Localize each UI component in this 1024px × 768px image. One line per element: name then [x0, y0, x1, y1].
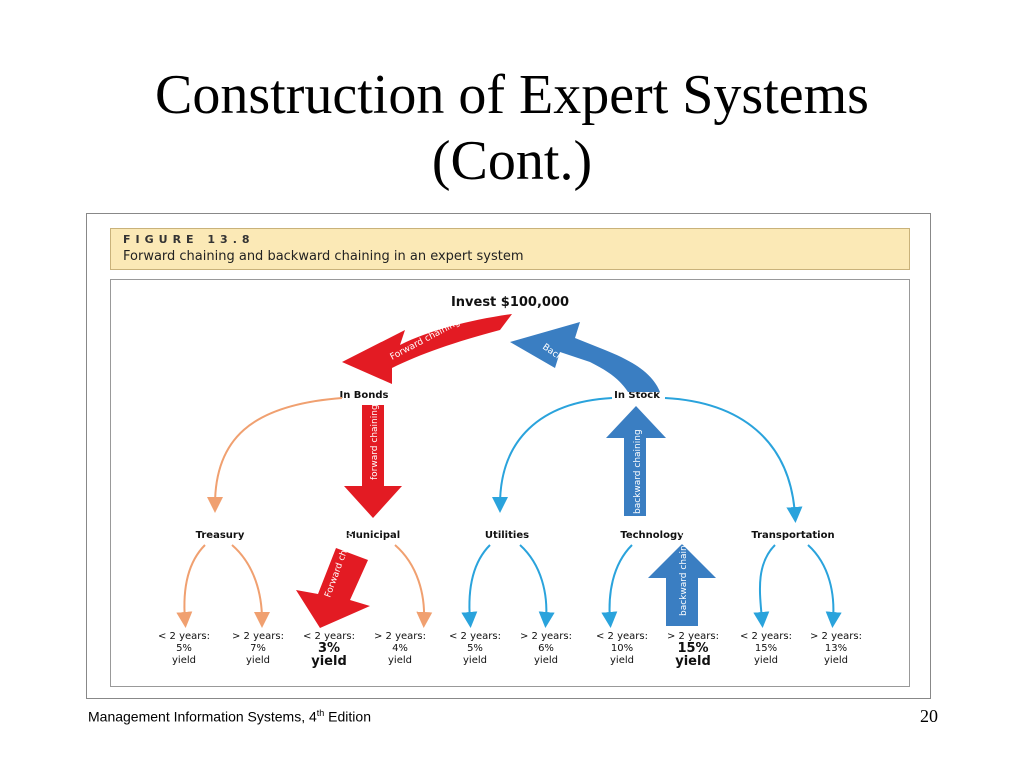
leaf-yield: 13% [825, 643, 847, 654]
forward-chaining-arrow [342, 314, 512, 384]
forward-chaining-leaf-arrow [296, 548, 370, 628]
transportation-long-line [807, 544, 842, 628]
leaf-yield: 15% [755, 643, 777, 654]
municipal-long-line [394, 544, 433, 628]
leaf-4: > 2 years: 4% yield [374, 631, 426, 666]
leaf-8: > 2 years: 15% yield [667, 631, 719, 669]
leaf-yield: 5% [176, 643, 192, 654]
transportation-short-line [753, 544, 776, 628]
leaf-2: > 2 years: 7% yield [232, 631, 284, 666]
leaf-period: > 2 years: [374, 631, 426, 642]
page-number: 20 [920, 706, 938, 726]
slide-title-line1: Construction of Expert Systems [155, 64, 869, 126]
backward-chaining-vertical-label: backward chaining [633, 429, 643, 514]
footer-superscript: th [316, 708, 325, 718]
leaf-period: > 2 years: [232, 631, 284, 642]
leaf-yield: 5% [467, 643, 483, 654]
technology-short-line [601, 544, 633, 628]
backward-chaining-leaf-label: backward chaining [679, 531, 689, 616]
leaf-yield-unit: yield [754, 655, 778, 666]
category-utilities: Utilities [485, 530, 529, 541]
leaf-period: > 2 years: [810, 631, 862, 642]
leaf-yield-unit: yield [675, 654, 711, 669]
footer-text: Management Information Systems, 4th Edit… [88, 708, 371, 725]
utilities-short-line [461, 544, 491, 628]
leaf-yield-unit: yield [610, 655, 634, 666]
slide-title: Construction of Expert Systems (Cont.) [0, 62, 1024, 194]
leaf-period: < 2 years: [158, 631, 210, 642]
backward-chaining-arrow [510, 322, 660, 392]
leaf-period: < 2 years: [449, 631, 501, 642]
treasury-short-line [176, 544, 206, 628]
figure-number: FIGURE 13.8 [123, 233, 255, 246]
utilities-long-line [519, 544, 555, 628]
backward-chaining-vertical-arrow [606, 406, 666, 516]
leaf-yield-unit: yield [246, 655, 270, 666]
leaf-3: < 2 years: 3% yield [303, 631, 355, 669]
forward-chaining-vertical-label: forward chaining [370, 404, 380, 480]
leaf-6: > 2 years: 6% yield [520, 631, 572, 666]
leaf-5: < 2 years: 5% yield [449, 631, 501, 666]
category-municipal: Municipal [346, 530, 400, 541]
leaf-yield: 6% [538, 643, 554, 654]
slide-title-line2: (Cont.) [431, 130, 593, 192]
leaf-9: < 2 years: 15% yield [740, 631, 792, 666]
branch-stock: In Stock [614, 390, 660, 401]
leaf-yield: 4% [392, 643, 408, 654]
leaf-yield-unit: yield [534, 655, 558, 666]
leaf-1: < 2 years: 5% yield [158, 631, 210, 666]
backward-chaining-leaf-arrow [648, 544, 716, 626]
diagram-frame [110, 279, 910, 687]
leaf-yield: 7% [250, 643, 266, 654]
category-transportation: Transportation [751, 530, 834, 541]
category-technology: Technology [620, 530, 684, 541]
figure-caption: Forward chaining and backward chaining i… [123, 249, 524, 264]
leaf-yield: 10% [611, 643, 633, 654]
footer-suffix: Edition [324, 708, 371, 725]
stock-to-utilities-line [492, 397, 613, 513]
leaf-period: > 2 years: [667, 631, 719, 642]
leaf-period: < 2 years: [303, 631, 355, 642]
leaf-7: < 2 years: 10% yield [596, 631, 648, 666]
leaf-yield-unit: yield [388, 655, 412, 666]
leaf-yield-unit: yield [463, 655, 487, 666]
leaf-period: > 2 years: [520, 631, 572, 642]
leaf-period: < 2 years: [740, 631, 792, 642]
forward-chaining-vertical-arrow [344, 405, 402, 518]
stock-to-transportation-line [664, 397, 803, 523]
leaf-period: < 2 years: [596, 631, 648, 642]
leaf-yield-unit: yield [824, 655, 848, 666]
leaf-yield-unit: yield [172, 655, 196, 666]
leaf-yield-unit: yield [311, 654, 347, 669]
leaf-10: > 2 years: 13% yield [810, 631, 862, 666]
category-treasury: Treasury [196, 530, 245, 541]
footer-title: Management Information Systems, 4 [88, 708, 317, 725]
leaf-yield: 15% [677, 641, 708, 656]
treasury-long-line [231, 544, 270, 628]
figure-caption-bar: FIGURE 13.8 Forward chaining and backwar… [110, 228, 910, 270]
branch-bonds: In Bonds [339, 390, 388, 401]
root-node: Invest $100,000 [451, 295, 569, 310]
bonds-to-treasury-line [207, 397, 343, 513]
leaf-yield: 3% [318, 641, 340, 656]
